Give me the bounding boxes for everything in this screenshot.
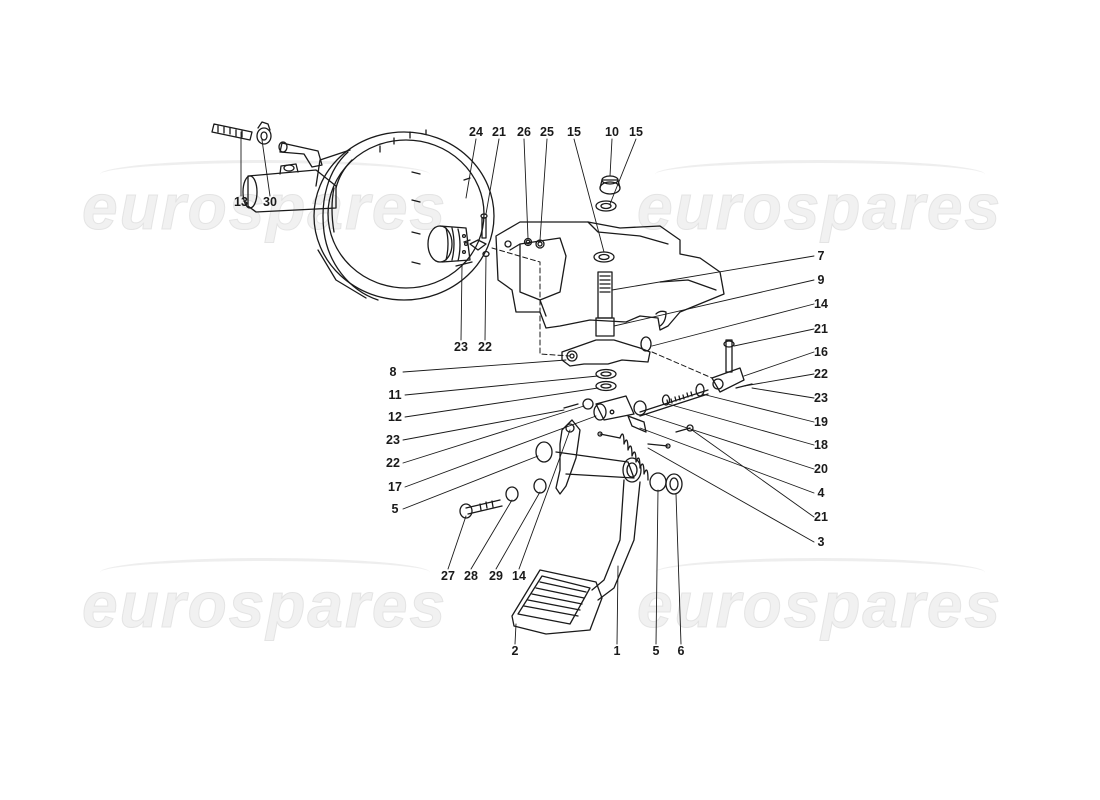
lever-part-8: [561, 336, 652, 367]
callout-14: 14: [512, 568, 526, 583]
callout-25: 25: [540, 124, 554, 139]
callout-19: 19: [814, 414, 828, 429]
bushing-part-5: [649, 472, 667, 492]
washer-part-15: [595, 200, 617, 212]
pin-part-4: [627, 415, 647, 433]
callout-17: 17: [388, 479, 402, 494]
callout-23: 23: [386, 432, 400, 447]
callout-21: 21: [814, 509, 828, 524]
callout-9: 9: [817, 272, 825, 287]
washer-part-12: [595, 380, 617, 392]
callout-22: 22: [814, 366, 828, 381]
callout-5: 5: [391, 501, 399, 516]
watermark-swoosh: [655, 558, 985, 587]
pedal-pad-part-2: [511, 569, 603, 635]
callout-8: 8: [389, 364, 397, 379]
pedal-box-bracket: [495, 221, 725, 331]
washer-part-22: [582, 398, 594, 410]
washer-part-11: [595, 368, 617, 380]
callout-22: 22: [478, 339, 492, 354]
master-cylinder: [242, 163, 337, 213]
callout-5: 5: [652, 643, 660, 658]
washer-part-6: [665, 473, 683, 495]
callout-6: 6: [677, 643, 685, 658]
callout-20: 20: [814, 461, 828, 476]
callout-18: 18: [814, 437, 828, 452]
spring-part-3: [597, 431, 671, 481]
callout-2: 2: [511, 643, 519, 658]
callout-13: 13: [234, 194, 248, 209]
callout-21: 21: [814, 321, 828, 336]
callout-7: 7: [817, 248, 825, 263]
watermark-swoosh: [100, 558, 430, 587]
callout-3: 3: [817, 534, 825, 549]
callout-29: 29: [489, 568, 503, 583]
callout-10: 10: [605, 124, 619, 139]
callout-11: 11: [388, 387, 402, 402]
bushing-part-5: [535, 441, 553, 463]
callout-1: 1: [613, 643, 621, 658]
nut-part-29: [533, 478, 547, 494]
pipe-part-13: [211, 123, 253, 141]
nut-part-28: [505, 486, 519, 502]
callout-28: 28: [464, 568, 478, 583]
nut-part-10: [599, 175, 621, 195]
callout-12: 12: [388, 409, 402, 424]
clip-part-30: [256, 121, 272, 145]
callout-15: 15: [567, 124, 581, 139]
locknut-part-19: [695, 383, 705, 397]
fork-part-16: [711, 339, 745, 393]
nut-part-20: [633, 400, 647, 416]
pedal-shaft-part-7: [595, 271, 615, 337]
callout-14: 14: [814, 296, 828, 311]
callout-27: 27: [441, 568, 455, 583]
callout-23: 23: [454, 339, 468, 354]
callout-26: 26: [517, 124, 531, 139]
callout-23: 23: [814, 390, 828, 405]
bolt-part-27: [459, 499, 503, 519]
adjuster-rod: [633, 383, 709, 417]
brake-servo-booster: [313, 129, 495, 301]
clevis-part-17: [593, 395, 635, 421]
callout-4: 4: [817, 485, 825, 500]
callout-15: 15: [629, 124, 643, 139]
brake-pedal-part-1: [555, 419, 642, 601]
cotter-pin-23: [563, 403, 579, 409]
callout-30: 30: [263, 194, 277, 209]
callout-21: 21: [492, 124, 506, 139]
callout-22: 22: [386, 455, 400, 470]
callout-16: 16: [814, 344, 828, 359]
callout-24: 24: [469, 124, 483, 139]
washer-part-15-lower: [593, 251, 615, 263]
watermark-swoosh: [655, 160, 985, 189]
